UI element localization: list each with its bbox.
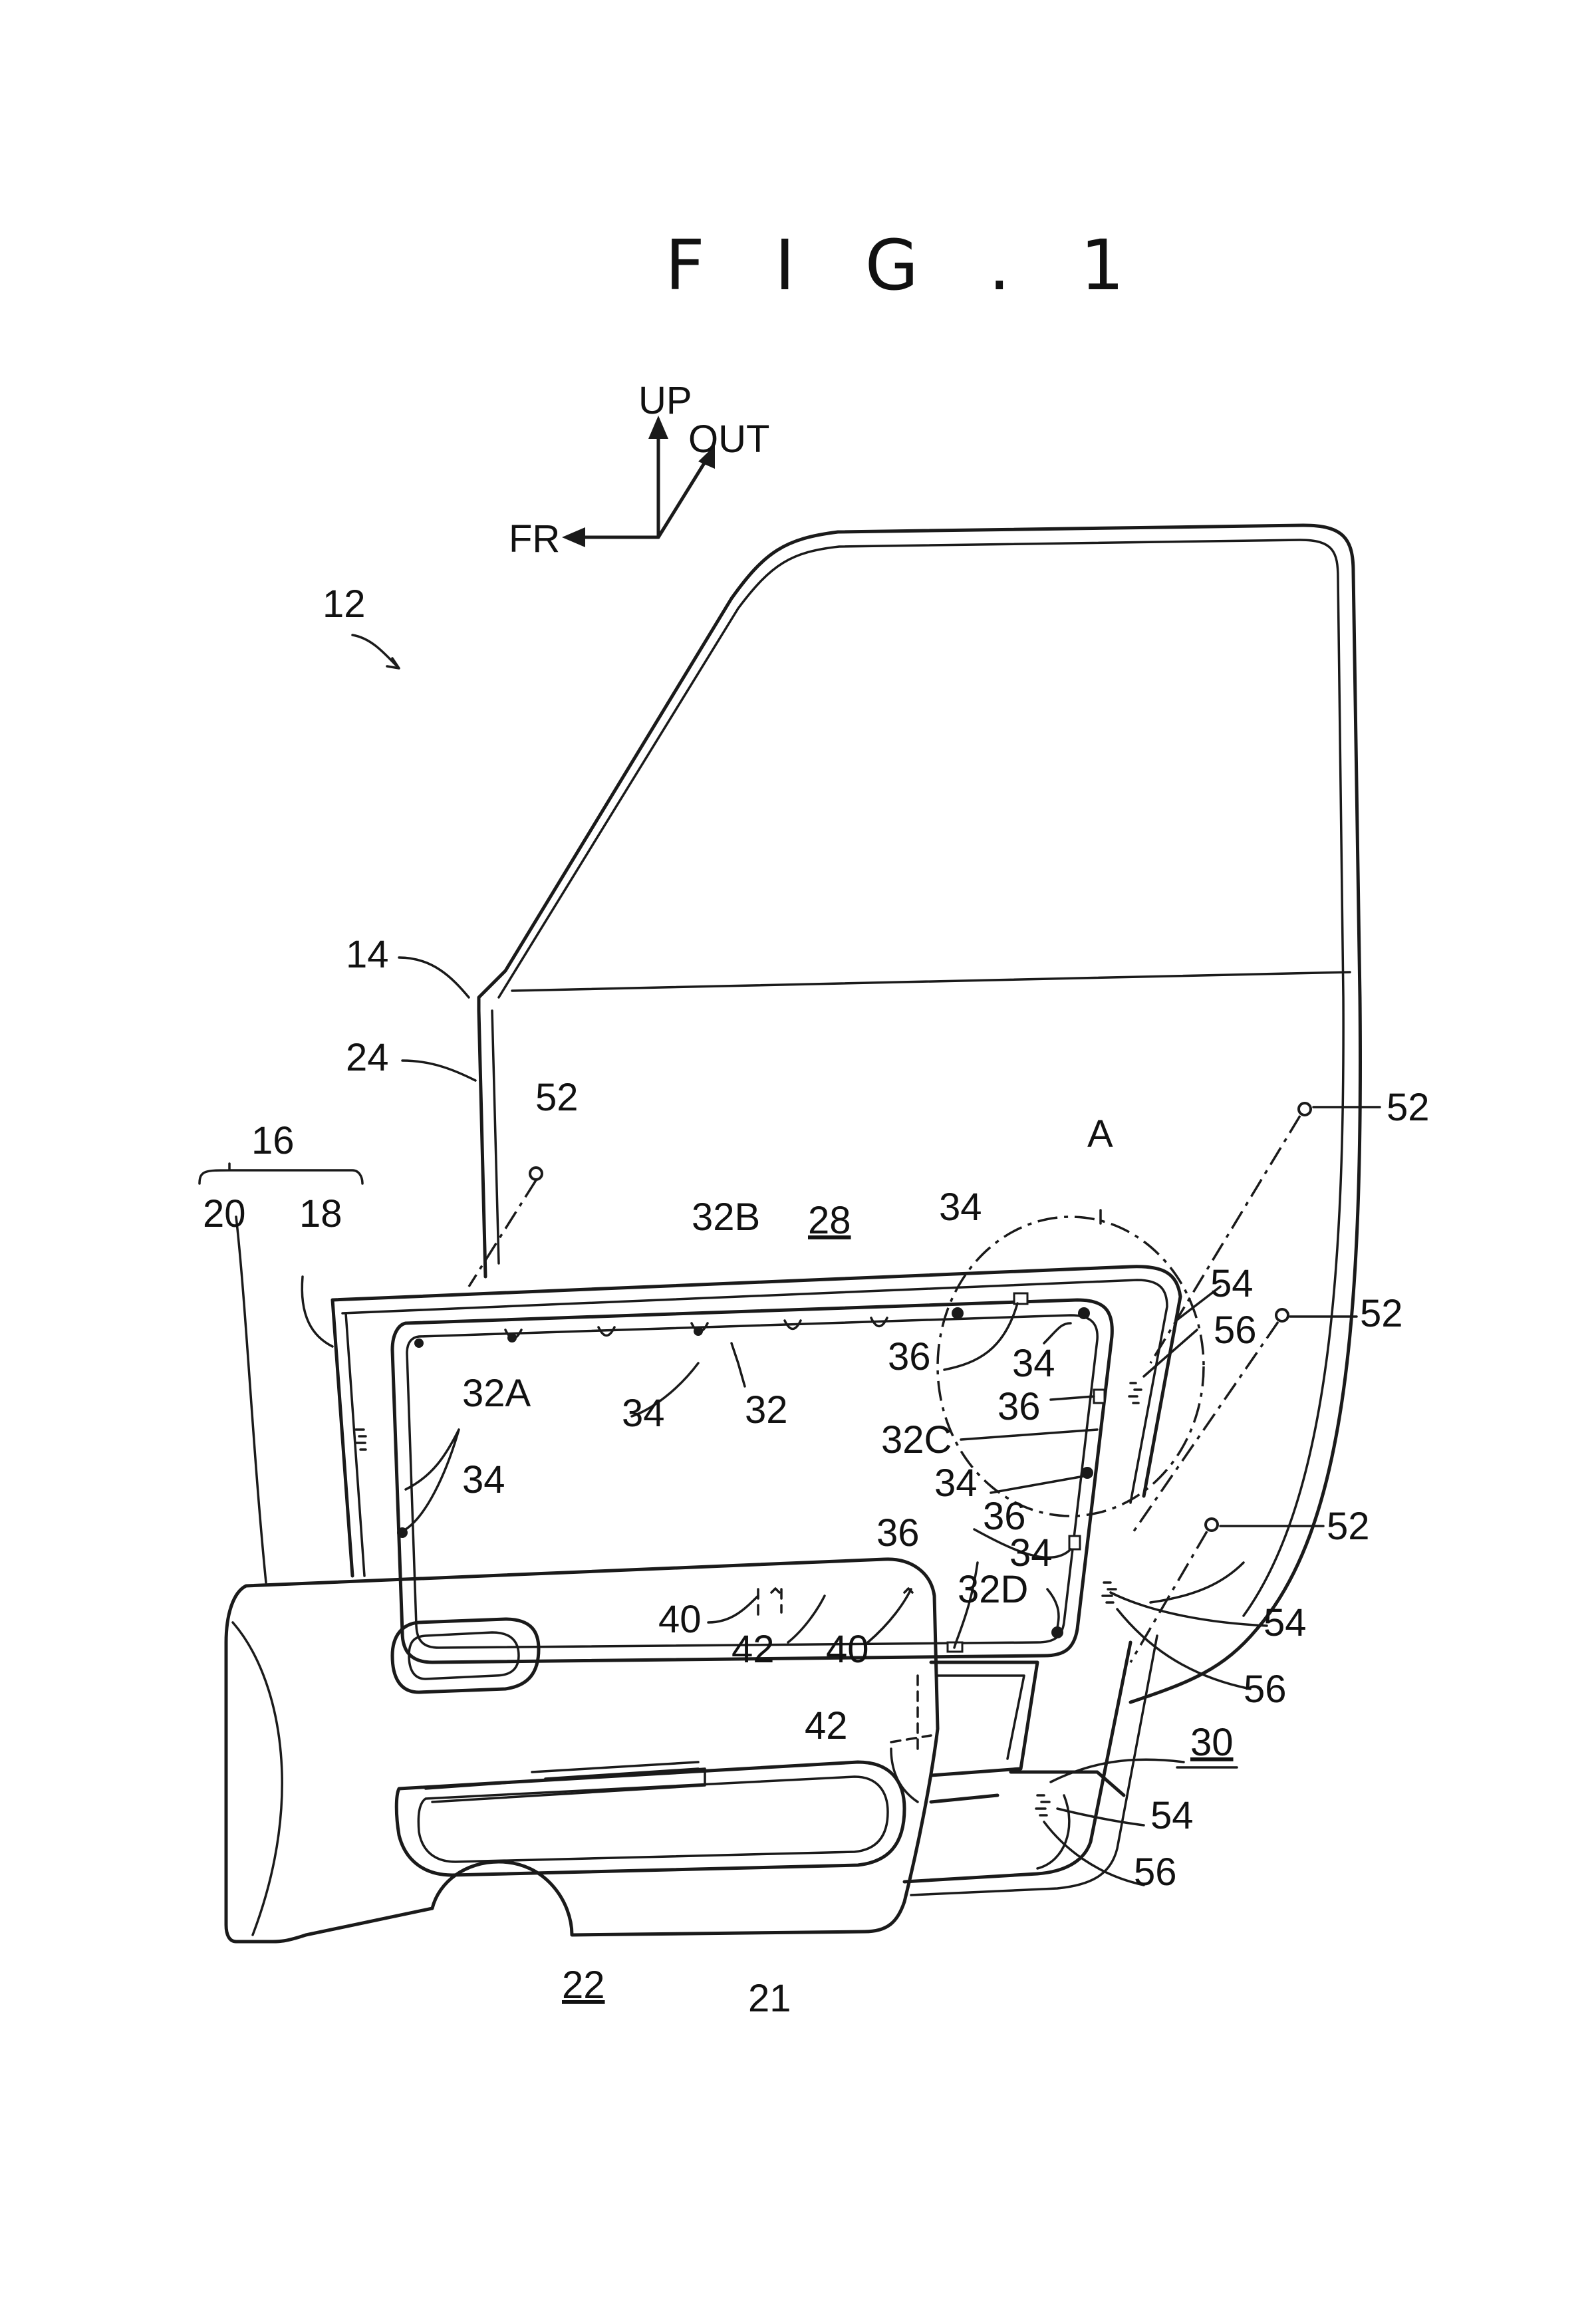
ref-16: 16 — [251, 1119, 295, 1162]
ref-52-a: 52 — [535, 1076, 579, 1119]
ref-18: 18 — [299, 1192, 342, 1235]
ref-24: 24 — [346, 1036, 389, 1079]
ref-32B: 32B — [692, 1196, 760, 1239]
direction-up-label: UP — [638, 379, 692, 422]
ref-56-b: 56 — [1244, 1668, 1287, 1711]
detail-circle-A — [938, 1217, 1204, 1516]
ref-56-c: 56 — [1134, 1851, 1177, 1894]
ref-36-d: 36 — [876, 1511, 920, 1555]
door-trim — [226, 1559, 938, 1942]
ref-32C: 32C — [881, 1418, 952, 1462]
ref-12: 12 — [323, 582, 366, 626]
out-arrow-icon — [658, 462, 705, 537]
ref-32: 32 — [745, 1388, 788, 1432]
ref-42-a: 42 — [732, 1628, 775, 1671]
ref-40-b: 40 — [826, 1628, 869, 1671]
ref-30: 30 — [1190, 1721, 1234, 1764]
ref-34-d: 34 — [622, 1392, 665, 1435]
direction-arrows: UP OUT FR — [509, 379, 769, 561]
leader-lines — [200, 635, 1380, 1885]
ref-28: 28 — [808, 1199, 851, 1242]
ref-34-a: 34 — [939, 1186, 982, 1229]
ref-22: 22 — [562, 1964, 605, 2007]
ref-40-a: 40 — [658, 1598, 702, 1641]
ref-52-b: 52 — [1387, 1086, 1430, 1129]
ref-36-a: 36 — [888, 1335, 931, 1378]
ref-54-c: 54 — [1150, 1794, 1194, 1837]
ref-54-a: 54 — [1210, 1262, 1254, 1305]
ref-54-b: 54 — [1264, 1601, 1307, 1644]
ref-42-b: 42 — [805, 1704, 848, 1747]
direction-out-label: OUT — [688, 418, 769, 461]
ref-36-b: 36 — [998, 1385, 1041, 1428]
ref-A: A — [1087, 1112, 1113, 1156]
figure-title: F I G . 1 — [665, 225, 1148, 306]
ref-32D: 32D — [958, 1568, 1028, 1611]
direction-front-label: FR — [509, 517, 560, 561]
ref-20: 20 — [203, 1192, 246, 1235]
ref-52-c: 52 — [1360, 1292, 1403, 1335]
ref-34-b: 34 — [1012, 1342, 1055, 1385]
fasteners-52 — [469, 1103, 1311, 1662]
ref-52-d: 52 — [1327, 1505, 1370, 1548]
ref-34-e: 34 — [934, 1462, 978, 1505]
reference-labels: 12 14 24 16 20 18 52 52 52 52 A 32B 28 3… — [203, 582, 1430, 2020]
ref-34-c: 34 — [462, 1458, 505, 1501]
ref-56-a: 56 — [1214, 1309, 1257, 1352]
ref-14: 14 — [346, 933, 389, 976]
ref-32A: 32A — [462, 1372, 531, 1415]
ref-21: 21 — [748, 1977, 791, 2020]
